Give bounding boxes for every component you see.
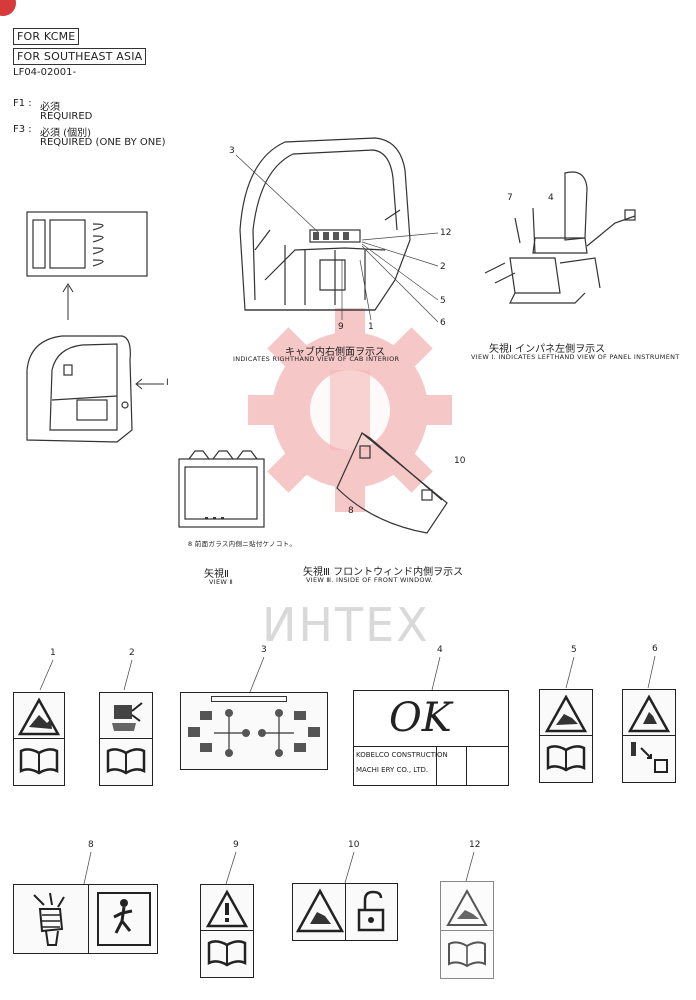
control-pattern-diagram [188,709,320,757]
label-4-ok-plate: OK KOBELCO CONSTRUCTION MACHI ERY CO., L… [353,690,509,786]
callout-cab-12: 12 [440,228,452,238]
label-number-8: 8 [88,840,94,850]
label-number-6: 6 [652,644,658,654]
warning-triangle-icon [446,888,488,926]
view2-window-drawing [178,450,265,528]
label-10 [292,883,398,941]
warning-triangle-icon [627,694,671,733]
label-5 [539,689,593,783]
company-line-1: KOBELCO CONSTRUCTION [356,751,448,759]
callout-view1-7: 7 [507,193,513,203]
label-number-2: 2 [129,648,135,658]
corner-badge [0,0,16,16]
callout-cab-3: 3 [229,146,235,156]
running-person-exit-icon [97,892,151,946]
label-12 [440,881,494,979]
watermark-gear-icon [248,308,452,512]
view2-note: 8 前面ガラス内側ニ貼付ケノコト。 [188,540,297,548]
view3-front-window-drawing [336,432,448,534]
view2-caption-jp: 矢視Ⅱ [204,569,229,580]
label-number-9: 9 [233,840,239,850]
view1-caption-en: VIEW I. INDICATES LEFTHAND VIEW OF PANEL… [471,353,680,361]
manual-book-icon [207,940,247,967]
callout-cab-2: 2 [440,262,446,272]
hand-crush-hazard-icon [33,892,65,946]
panel-top-view-drawing [26,211,148,277]
label-3-control-pattern [180,692,328,770]
label-number-3: 3 [261,645,267,655]
view3-caption-en: VIEW Ⅲ. INSIDE OF FRONT WINDOW. [306,576,434,584]
view3-caption-jp: 矢視Ⅲ フロントウィンド内側ヲ示ス [303,567,464,578]
company-line-2: MACHI ERY CO., LTD. [356,766,429,774]
warning-triangle-icon [17,697,61,736]
note-f1-en: REQUIRED [40,111,93,122]
note-f3-en: REQUIRED (ONE BY ONE) [40,137,166,148]
label-8 [13,884,158,954]
arrow-label-view1: Ⅰ [166,378,169,388]
unlock-icon [357,890,385,932]
view2-caption-en: VIEW Ⅱ [209,578,233,586]
label-number-4: 4 [437,645,443,655]
machine-hazard-icon [112,702,143,731]
arrow-up-icon [62,283,74,320]
callout-cab-1: 1 [368,322,374,332]
tag-for-southeast-asia: FOR SOUTHEAST ASIA [13,48,147,65]
callout-cab-5: 5 [440,296,446,306]
callout-cab-9: 9 [338,322,344,332]
note-f1-jp: 必須 [40,102,60,113]
callout-view3-10: 10 [454,456,466,466]
manual-book-icon [19,748,59,775]
view1-caption-jp: 矢視Ⅰ インパネ左側ヲ示ス [489,344,606,355]
label-1 [13,692,65,786]
panel-instrument-drawing [484,171,636,304]
note-f3-key: F3 : [13,124,32,135]
callout-view3-8: 8 [348,506,354,516]
ok-script: OK [389,695,452,741]
part-code: LF04-02001- [13,67,77,78]
note-f3-jp: 必須 (個別) [40,128,91,139]
warning-triangle-icon [295,888,345,933]
manual-book-icon [448,941,486,968]
note-f1-key: F1 : [13,98,32,109]
tag-for-kcme: FOR KCME [13,28,80,45]
warning-triangle-icon [544,694,588,733]
cab-side-view-drawing [26,335,133,443]
manual-book-icon [106,748,146,775]
label-2 [99,692,153,786]
label-number-12: 12 [469,840,481,850]
warning-exclamation-icon [205,889,249,928]
callout-view1-4: 4 [548,193,554,203]
arrow-left-icon [135,378,164,390]
label-number-10: 10 [348,840,360,850]
cab-view-caption-jp: キャブ内右側面ヲ示ス [285,347,385,358]
label-6 [622,689,676,783]
label-number-1: 1 [50,648,56,658]
manual-book-icon [546,745,586,772]
label-9 [200,884,254,978]
label-number-5: 5 [571,645,577,655]
callout-cab-6: 6 [440,318,446,328]
watermark-text: ИНТЕХ [262,598,430,652]
cab-view-caption-en: INDICATES RIGHTHAND VIEW OF CAB INTERIOR [233,355,400,363]
exit-arrow-icon [631,742,668,773]
